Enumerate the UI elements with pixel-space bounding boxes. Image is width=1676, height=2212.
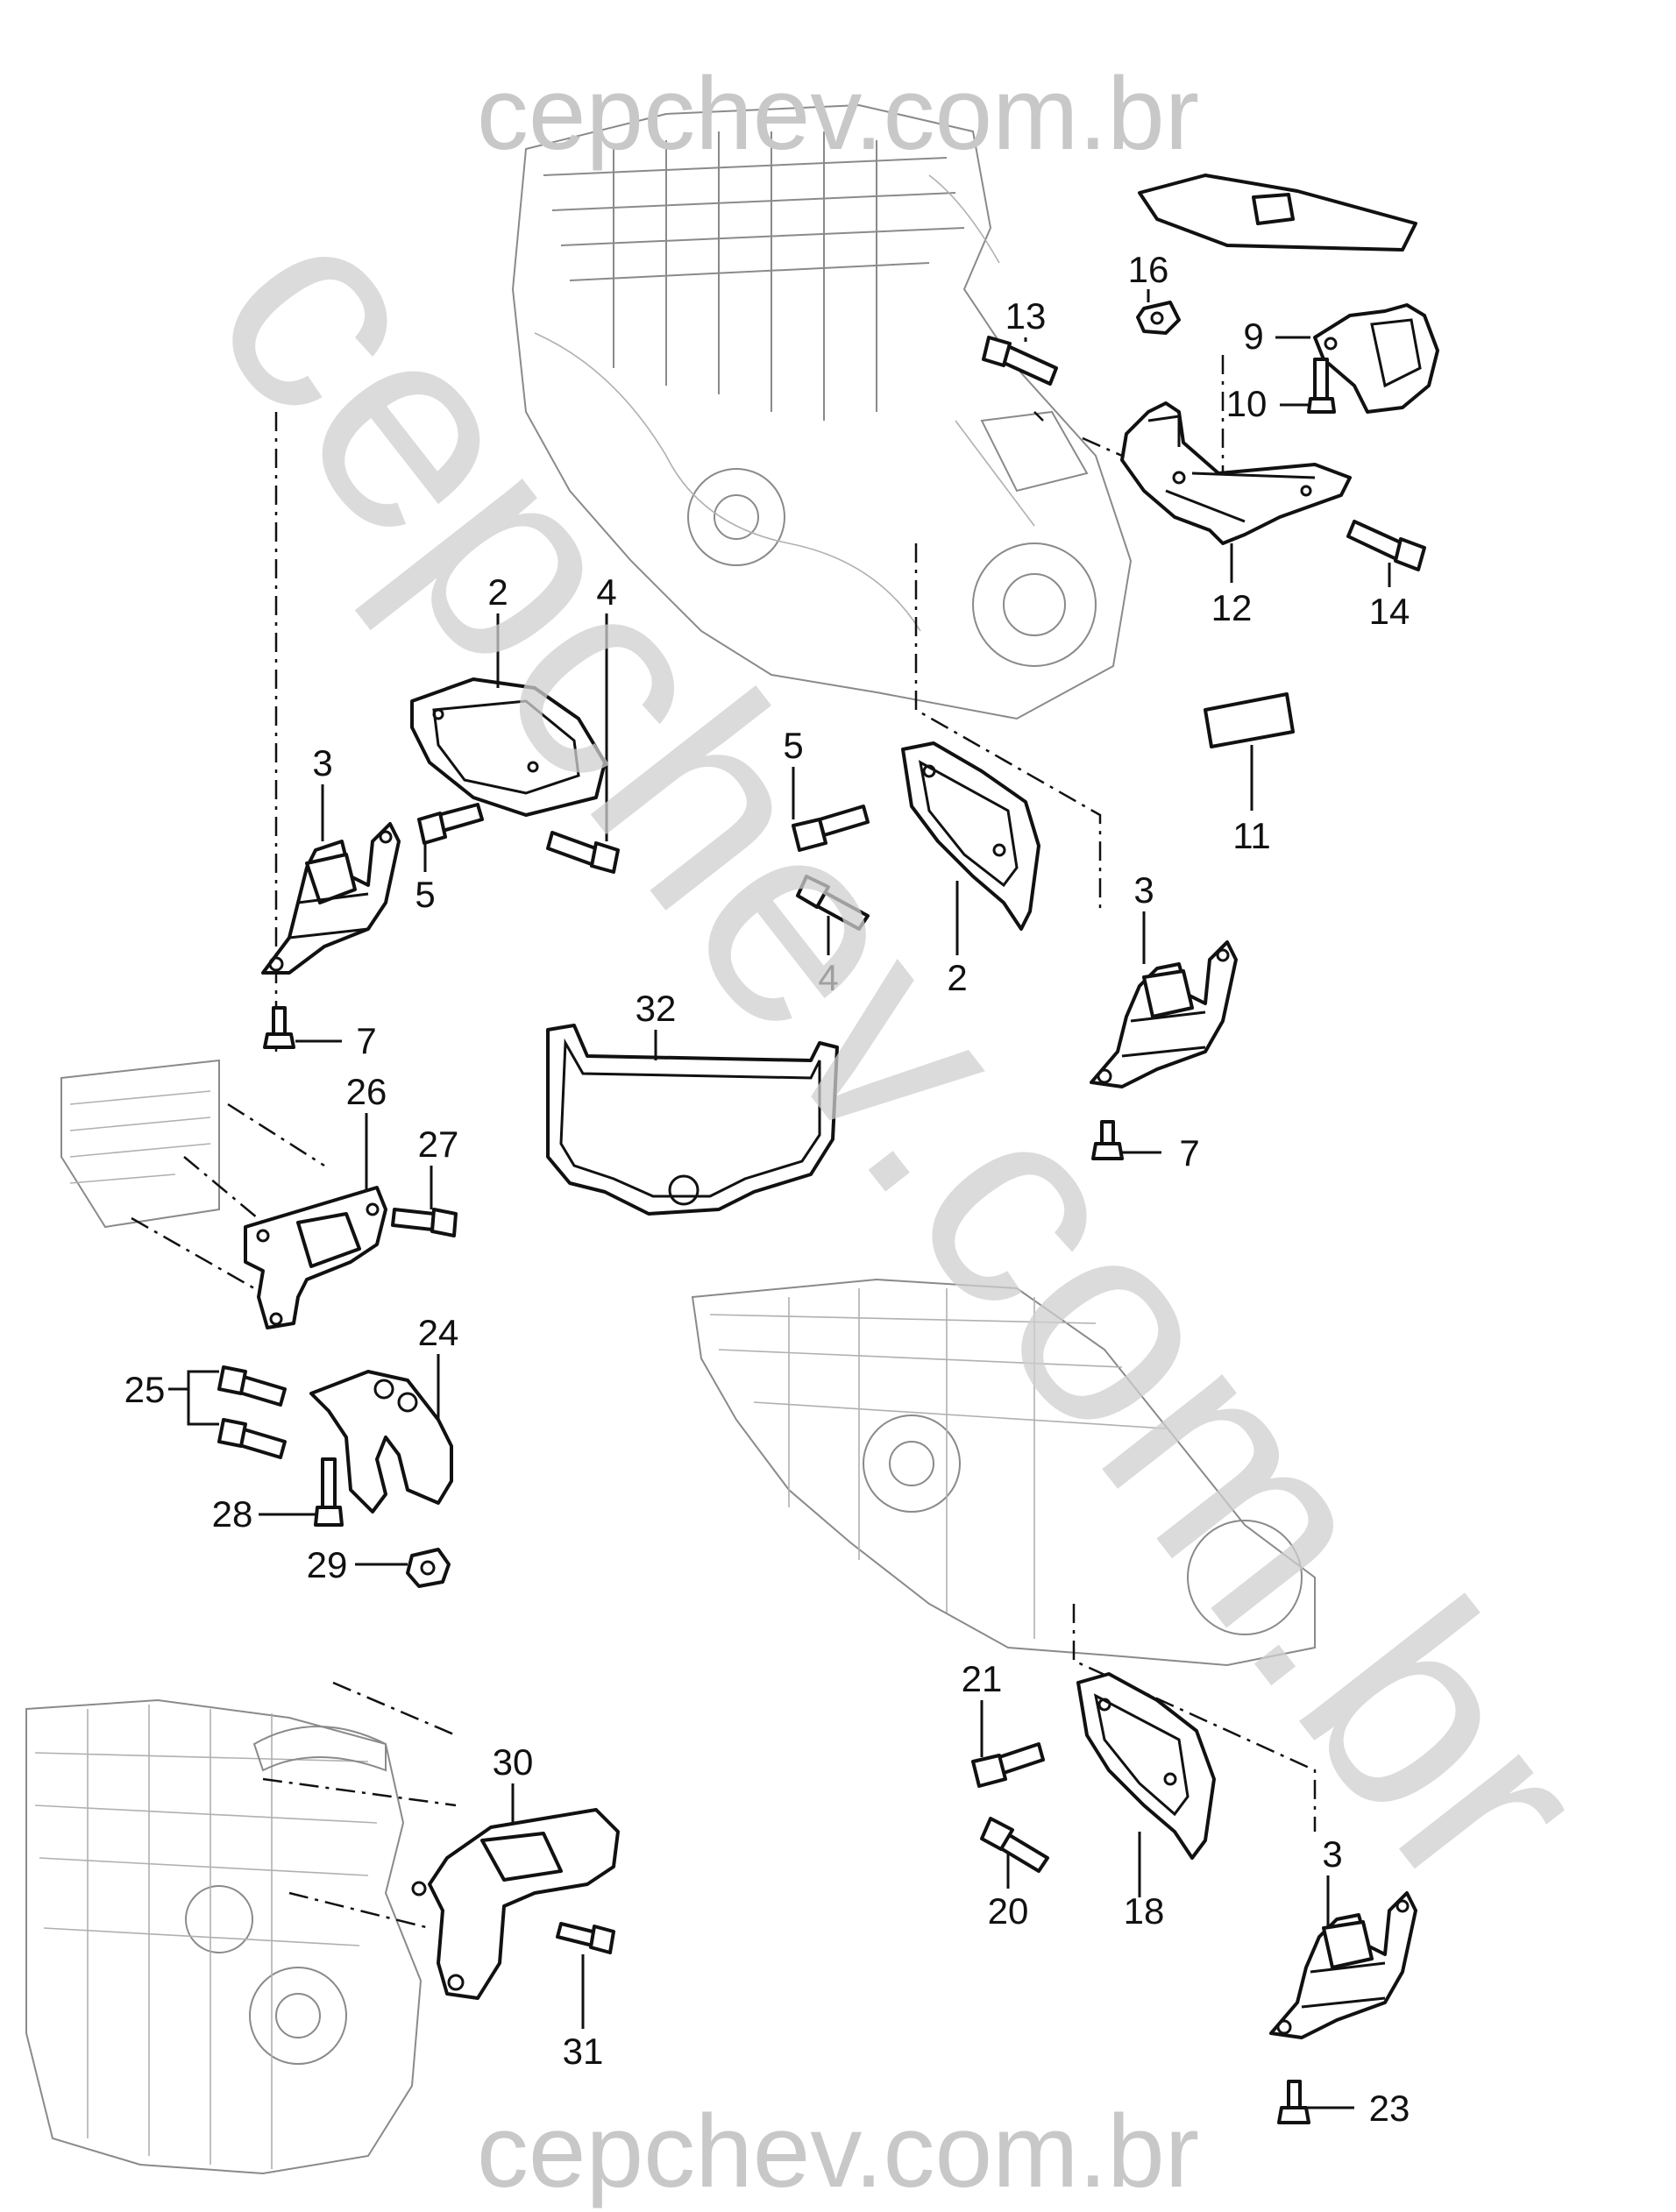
part-28-bolt <box>314 1457 344 1527</box>
engine-sketch-bottom-left <box>25 1698 423 2175</box>
engine-sketch-middle <box>691 1278 1316 1667</box>
part-2-bracket-center <box>901 741 1040 931</box>
callout-27: 27 <box>418 1124 459 1165</box>
callout-21: 21 <box>962 1658 1003 1699</box>
callout-2-center: 2 <box>947 957 967 998</box>
callout-9: 9 <box>1243 315 1263 357</box>
part-31-bolt <box>556 1922 615 1954</box>
callout-11: 11 <box>1232 815 1271 856</box>
callout-2-left: 2 <box>487 571 508 613</box>
callout-28: 28 <box>212 1493 253 1535</box>
part-16-nut <box>1136 301 1181 335</box>
part-29-nut <box>406 1548 451 1588</box>
watermark-top: cepchev.com.br <box>477 56 1199 172</box>
part-30-bracket <box>411 1808 620 2000</box>
callout-7-center: 7 <box>1179 1132 1199 1173</box>
callout-25: 25 <box>124 1369 166 1410</box>
callout-13: 13 <box>1005 295 1047 337</box>
callout-5-left: 5 <box>415 874 435 915</box>
callout-12: 12 <box>1211 587 1253 628</box>
part-5-bolt-center <box>792 805 870 852</box>
part-32-shield <box>546 1024 839 1216</box>
part-7-bolt-left <box>263 1006 295 1049</box>
part-18-bracket <box>1076 1672 1216 1860</box>
part-13-bolt <box>982 336 1058 386</box>
part-9-mount <box>1313 303 1439 414</box>
part-4-bolt-center <box>796 875 870 931</box>
part-26-mount <box>244 1186 387 1329</box>
callout-4-center: 4 <box>818 957 838 998</box>
part-7-bolt-center <box>1091 1120 1124 1160</box>
callout-7-left: 7 <box>356 1020 376 1061</box>
part-24-bracket <box>309 1370 453 1514</box>
callout-14: 14 <box>1369 591 1410 632</box>
part-12-bracket <box>1120 401 1352 545</box>
callout-numbers: 2 4 3 5 7 13 16 9 10 12 14 11 5 4 2 3 7 … <box>124 249 1410 2129</box>
part-11-pad <box>1204 692 1295 748</box>
callout-31: 31 <box>563 2031 604 2072</box>
part-3-mount-left <box>261 822 401 975</box>
part-top-bracket <box>1138 174 1417 252</box>
leader-lines <box>168 289 1391 2109</box>
part-20-bolt <box>980 1817 1049 1873</box>
callout-30: 30 <box>493 1741 534 1783</box>
part-4-bolt-left <box>546 831 620 874</box>
watermark-diagonal: cepchev.com.br <box>153 156 1653 1948</box>
part-14-bolt <box>1346 520 1426 571</box>
part-21-bolt <box>971 1742 1045 1788</box>
callout-5-center: 5 <box>783 725 803 766</box>
callout-29: 29 <box>307 1544 348 1585</box>
callout-16: 16 <box>1128 249 1169 290</box>
callout-10: 10 <box>1226 383 1268 424</box>
callout-23: 23 <box>1369 2088 1410 2129</box>
part-5-bolt-left <box>417 803 484 845</box>
part-3-mount-bottom <box>1269 1891 1417 2039</box>
part-10-bolt <box>1307 358 1336 414</box>
callout-26: 26 <box>346 1071 387 1112</box>
callout-24: 24 <box>418 1312 459 1353</box>
callout-3-center: 3 <box>1133 869 1154 911</box>
part-25-bolts <box>217 1365 287 1459</box>
callout-4-left: 4 <box>596 571 616 613</box>
callout-18: 18 <box>1124 1890 1165 1932</box>
callout-3-left: 3 <box>312 742 332 783</box>
part-27-bolt <box>391 1208 458 1237</box>
assembly-lines <box>131 355 1317 1930</box>
part-3-mount-center <box>1090 940 1238 1088</box>
callout-20: 20 <box>988 1890 1029 1932</box>
callout-32: 32 <box>636 988 677 1029</box>
engine-block-sketch-left <box>60 1059 220 1229</box>
part-23-bolt <box>1277 2080 1310 2124</box>
part-2-bracket-left <box>410 677 607 817</box>
engine-sketch-top <box>511 103 1133 720</box>
callout-3-bottom: 3 <box>1322 1833 1342 1875</box>
watermark-bottom: cepchev.com.br <box>477 2094 1199 2209</box>
